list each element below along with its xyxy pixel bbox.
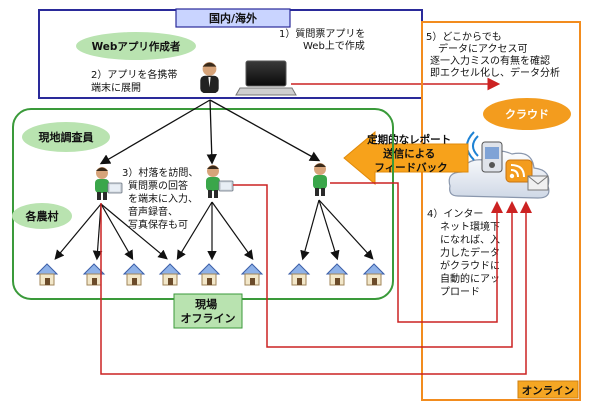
investigator-1 bbox=[95, 167, 123, 200]
phone-icon bbox=[481, 141, 503, 173]
cloud-label: クラウド bbox=[505, 108, 549, 121]
investigator-1-tablet-icon bbox=[107, 182, 123, 194]
investigator-1-person-icon bbox=[95, 167, 109, 200]
house-icon-4 bbox=[159, 263, 181, 286]
creator-person-icon bbox=[200, 62, 219, 94]
online-label-box bbox=[517, 380, 579, 399]
step2-text: 2）アプリを各携帯 端末に展開 bbox=[91, 68, 181, 94]
web-app-creator-oval bbox=[76, 32, 196, 60]
house-icon-8 bbox=[326, 263, 348, 286]
villages-oval bbox=[12, 203, 72, 229]
step4-text: 4）インター ネット環境下 になれば、入 力したデータ がクラウドに 自動的にア… bbox=[427, 208, 503, 298]
upload-lines bbox=[100, 182, 532, 375]
investigator-2-tablet-icon bbox=[218, 180, 234, 192]
house-icon-9 bbox=[363, 263, 385, 286]
investigator-2-person-icon bbox=[206, 165, 220, 198]
distribution-arrows bbox=[99, 99, 321, 165]
investigator-3 bbox=[313, 163, 327, 196]
visit-arrow-8 bbox=[300, 199, 320, 261]
house-icon-5 bbox=[198, 263, 220, 286]
house-icon-6 bbox=[241, 263, 263, 286]
investigator-2 bbox=[206, 165, 234, 198]
upload-line-2 bbox=[233, 184, 518, 348]
cloud-label-oval bbox=[483, 98, 571, 130]
step3-text: 3）村落を訪問、 質問票の回答 を端末に入力、 音声録音、 写真保存も可 bbox=[122, 166, 202, 231]
distribution-arrow-3 bbox=[209, 99, 321, 162]
field-offline-label: 現場 オフライン bbox=[181, 297, 236, 325]
web-app-creator-label: Webアプリ作成者 bbox=[92, 40, 181, 53]
field-investigator-label: 現地調査員 bbox=[39, 130, 94, 144]
feedback-arrow bbox=[343, 130, 469, 186]
visit-arrow-5 bbox=[176, 201, 213, 261]
upload-line-3 bbox=[330, 182, 503, 323]
visit-arrow-4 bbox=[100, 203, 168, 260]
upload-line-1 bbox=[100, 201, 532, 375]
step5-text: 5）どこからでも データにアクセス可 逐一入力ミスの有無を確認 即エクセル化し、… bbox=[426, 31, 560, 79]
online-label: オンライン bbox=[522, 385, 575, 397]
mail-icon bbox=[527, 175, 549, 191]
step1-text: 1）質問票アプリを Web上で作成 bbox=[279, 27, 369, 52]
villages-label: 各農村 bbox=[25, 209, 59, 223]
field-offline-box bbox=[173, 293, 243, 329]
domestic-overseas-label: 国内/海外 bbox=[209, 11, 257, 25]
house-icon-1 bbox=[36, 263, 58, 286]
visit-arrow-1 bbox=[54, 203, 102, 260]
visit-arrow-10 bbox=[318, 199, 374, 260]
wifi-icon bbox=[466, 131, 479, 161]
visit-arrows bbox=[54, 199, 374, 261]
visit-arrow-7 bbox=[211, 201, 254, 260]
distribution-arrow-1 bbox=[99, 99, 211, 165]
laptop-icon bbox=[235, 60, 297, 96]
house-icon-7 bbox=[288, 263, 310, 286]
investigator-3-person-icon bbox=[313, 163, 327, 196]
field-investigator-oval bbox=[22, 122, 110, 152]
domestic-overseas-label-box bbox=[175, 8, 291, 28]
visit-arrow-9 bbox=[318, 199, 340, 261]
rss-icon bbox=[505, 159, 533, 183]
visit-arrow-3 bbox=[100, 203, 134, 261]
distribution-arrow-2 bbox=[206, 99, 217, 165]
village-houses bbox=[36, 263, 385, 286]
online-box bbox=[421, 21, 581, 401]
house-icon-3 bbox=[123, 263, 145, 286]
